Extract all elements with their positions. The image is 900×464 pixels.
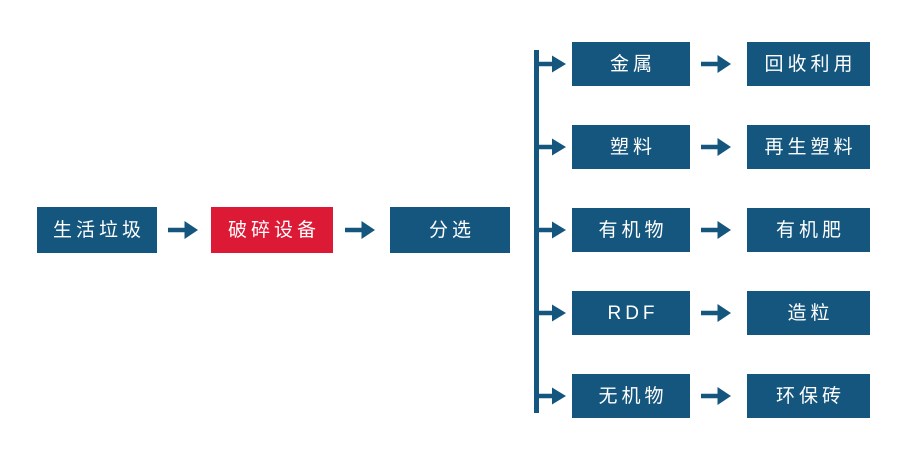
node-plastic: 塑料: [572, 125, 690, 169]
right-arrow-icon: [701, 138, 731, 156]
node-organic-fertilizer: 有机肥: [747, 208, 870, 252]
node-recycling: 回收利用: [747, 42, 870, 86]
node-organic-matter: 有机物: [572, 208, 690, 252]
branch-trunk-line: [534, 50, 539, 413]
node-inorganic-matter: 无机物: [572, 374, 690, 418]
node-organic-fertilizer-label: 有机肥: [775, 219, 845, 241]
node-crushing-equipment: 破碎设备: [211, 207, 333, 253]
node-household-waste: 生活垃圾: [37, 207, 157, 253]
right-arrow-icon: [537, 55, 566, 73]
node-metal-label: 金属: [609, 53, 656, 75]
node-recycling-label: 回收利用: [764, 53, 857, 75]
node-granulation: 造粒: [747, 291, 870, 335]
node-organic-matter-label: 有机物: [598, 219, 668, 241]
right-arrow-icon: [701, 387, 731, 405]
node-granulation-label: 造粒: [787, 302, 834, 324]
right-arrow-icon: [701, 304, 731, 322]
right-arrow-icon: [701, 221, 731, 239]
node-eco-brick: 环保砖: [747, 374, 870, 418]
node-rdf: RDF: [572, 291, 690, 335]
node-sorting: 分选: [390, 207, 510, 253]
node-metal: 金属: [572, 42, 690, 86]
right-arrow-icon: [537, 221, 566, 239]
node-recycled-plastic-label: 再生塑料: [764, 136, 857, 158]
node-plastic-label: 塑料: [609, 136, 656, 158]
node-household-waste-label: 生活垃圾: [52, 219, 145, 241]
right-arrow-icon: [168, 221, 198, 239]
right-arrow-icon: [537, 138, 566, 156]
node-recycled-plastic: 再生塑料: [747, 125, 870, 169]
node-rdf-label: RDF: [607, 302, 659, 324]
right-arrow-icon: [701, 55, 731, 73]
node-crushing-equipment-label: 破碎设备: [227, 219, 320, 241]
right-arrow-icon: [537, 304, 566, 322]
node-sorting-label: 分选: [428, 219, 475, 241]
node-inorganic-matter-label: 无机物: [598, 385, 668, 407]
right-arrow-icon: [537, 387, 566, 405]
right-arrow-icon: [345, 221, 375, 239]
node-eco-brick-label: 环保砖: [775, 385, 845, 407]
